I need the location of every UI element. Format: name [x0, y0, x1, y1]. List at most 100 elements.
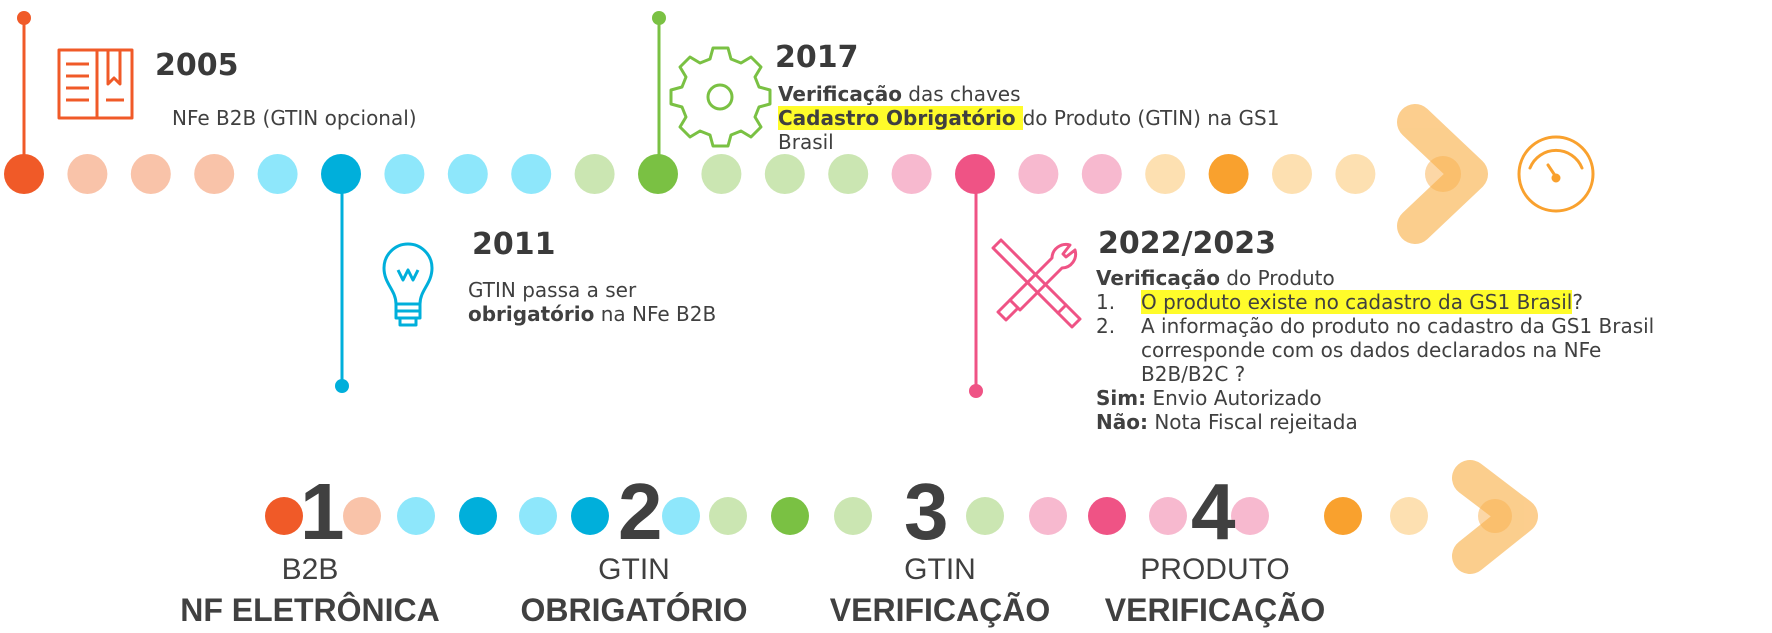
year-2017: 2017	[775, 40, 859, 75]
list-item-2: 2. A informação do produto no cadastro d…	[1096, 314, 1654, 386]
stem-2022-dot	[969, 384, 983, 398]
year-2022-2023: 2022/2023	[1098, 226, 1276, 261]
text-2011: GTIN passa a ser obrigatório na NFe B2B	[468, 278, 716, 326]
milestone-stems	[17, 11, 983, 398]
bottom-timeline-dots	[265, 497, 1428, 535]
top-dot	[828, 154, 869, 194]
bottom-dot	[662, 497, 700, 535]
top-dot	[257, 154, 298, 194]
text-2005: NFe B2B (GTIN opcional)	[172, 106, 417, 130]
top-dot	[1208, 154, 1249, 194]
phase-1-number: 1	[300, 467, 345, 556]
bottom-dot	[265, 497, 303, 535]
phase-2-top: GTIN	[598, 553, 670, 586]
top-dot	[1018, 154, 1059, 194]
text-2017-line2: Cadastro Obrigatório do Produto (GTIN) n…	[778, 106, 1279, 130]
top-timeline-dots	[4, 154, 1376, 194]
text-2011-line1: GTIN passa a ser	[468, 278, 637, 302]
bottom-dot	[1029, 497, 1067, 535]
top-dot	[1335, 154, 1376, 194]
phase-4-bottom: VERIFICAÇÃO	[1104, 592, 1326, 628]
text-2017-bold: Verificação	[778, 82, 902, 106]
top-dot	[384, 154, 425, 194]
speedometer-icon	[1517, 135, 1595, 213]
text-2011-bold: obrigatório	[468, 302, 595, 326]
sim-line: Sim: Envio Autorizado	[1096, 386, 1654, 410]
list-item-1-number: 1.	[1096, 290, 1116, 314]
bottom-dot	[1390, 497, 1428, 535]
sim-text: Envio Autorizado	[1146, 386, 1322, 410]
bottom-dot	[1231, 497, 1269, 535]
bottom-dot	[1088, 497, 1126, 535]
top-dot	[701, 154, 742, 194]
top-dot	[638, 154, 678, 194]
lightbulb-icon	[382, 242, 434, 327]
bottom-dot	[571, 497, 609, 535]
book-icon	[57, 48, 134, 120]
top-dot	[194, 154, 235, 194]
bottom-arrow-chevron	[1452, 460, 1538, 574]
bottom-dot	[966, 497, 1004, 535]
top-dot	[447, 154, 488, 194]
text-2017: Verificação das chaves Cadastro Obrigató…	[778, 82, 1279, 154]
text-2017-line1: Verificação das chaves	[778, 82, 1279, 106]
top-dot	[321, 154, 361, 194]
list-item-1-highlight: O produto existe no cadastro da GS1 Bras…	[1141, 290, 1573, 314]
phase-3-number: 3	[904, 467, 949, 556]
bottom-dot	[771, 497, 809, 535]
list-item-2-line3: B2B/B2C ?	[1141, 362, 1246, 386]
phase-2-number: 2	[618, 467, 663, 556]
list-item-2-line2: corresponde com os dados declarados na N…	[1141, 338, 1602, 362]
text-2022-heading-bold: Verificação	[1096, 266, 1220, 290]
text-2017-rest: das chaves	[901, 82, 1021, 106]
year-2005: 2005	[155, 48, 239, 83]
top-dot	[1272, 154, 1312, 194]
list-item-1: 1. O produto existe no cadastro da GS1 B…	[1096, 290, 1654, 314]
stem-2011-dot	[335, 379, 349, 393]
text-2022: Verificação do Produto 1. O produto exis…	[1096, 266, 1654, 434]
sim-label: Sim:	[1096, 386, 1147, 410]
text-2022-heading: Verificação do Produto	[1096, 266, 1654, 290]
phase-4-top: PRODUTO	[1140, 553, 1290, 586]
list-item-1-rest: ?	[1572, 290, 1583, 314]
bottom-dot	[519, 497, 557, 535]
text-2017-highlight: Cadastro Obrigatório	[778, 106, 1023, 130]
text-2017-line3: Brasil	[778, 130, 834, 154]
phase-1-top: B2B	[281, 553, 339, 586]
top-dot	[67, 154, 108, 194]
gear-icon	[669, 46, 772, 148]
top-dot	[511, 154, 552, 194]
phase-1-bottom: NF ELETRÔNICA	[180, 592, 440, 628]
top-dot	[1145, 154, 1186, 194]
top-dot	[1081, 154, 1122, 194]
text-2017-line2-rest: do Produto (GTIN) na GS1	[1022, 106, 1280, 130]
phase-3-top: GTIN	[904, 553, 976, 586]
nao-label: Não:	[1096, 410, 1148, 434]
top-dot	[574, 154, 615, 194]
top-dot	[4, 154, 44, 194]
phase-3-bottom: VERIFICAÇÃO	[829, 592, 1051, 628]
text-2011-rest: na NFe B2B	[594, 302, 717, 326]
list-item-2-number: 2.	[1096, 314, 1116, 338]
bottom-dot	[834, 497, 872, 535]
list-item-2-line1: A informação do produto no cadastro da G…	[1141, 314, 1655, 338]
bottom-dot	[709, 497, 747, 535]
top-dot	[891, 154, 932, 194]
bottom-dot	[343, 497, 381, 535]
stem-2017-dot	[652, 11, 666, 25]
top-dot	[130, 154, 171, 194]
top-arrow-chevron	[1397, 104, 1488, 244]
top-dot	[955, 154, 995, 194]
text-2011-line2: obrigatório na NFe B2B	[468, 302, 716, 326]
bottom-dot	[459, 497, 497, 535]
bottom-dot	[1149, 497, 1187, 535]
phase-2-bottom: OBRIGATÓRIO	[520, 592, 748, 628]
nao-line: Não: Nota Fiscal rejeitada	[1096, 410, 1654, 434]
phase-4-number: 4	[1191, 467, 1236, 556]
bottom-dot	[397, 497, 435, 535]
bottom-dot	[1324, 497, 1362, 535]
text-2022-heading-rest: do Produto	[1219, 266, 1335, 290]
stem-2005-dot	[17, 11, 31, 25]
top-dot	[764, 154, 805, 194]
